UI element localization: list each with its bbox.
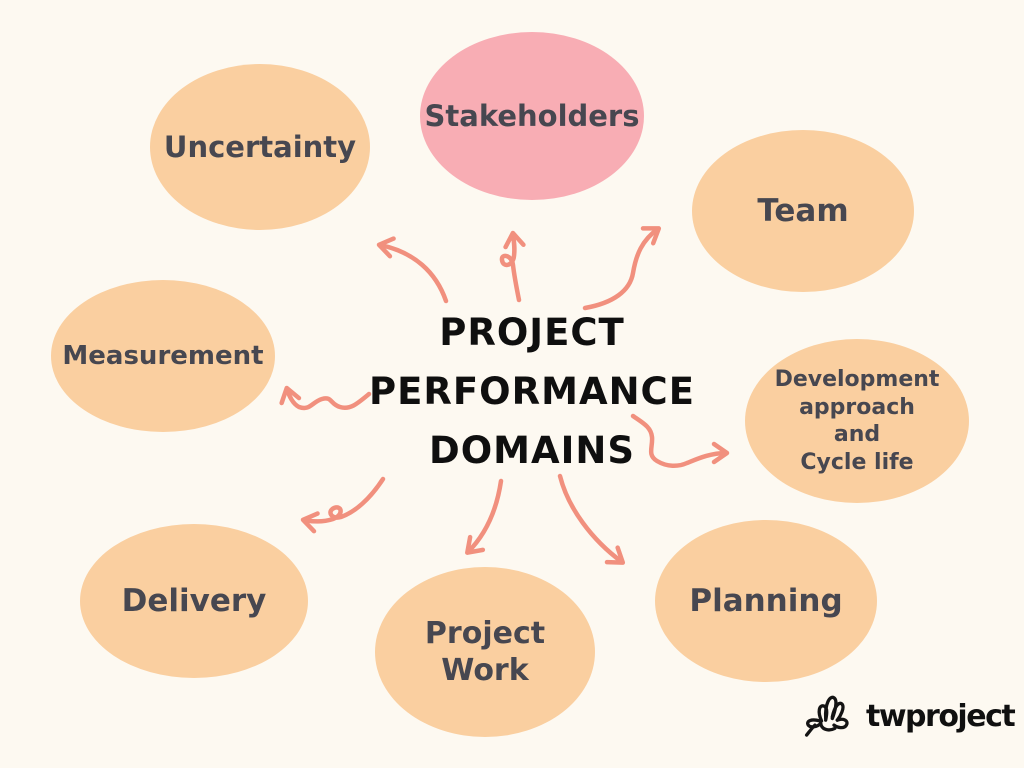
arrow-to-stakeholders (499, 230, 526, 303)
node-project-work: Project Work (375, 567, 595, 737)
center-title: PROJECT PERFORMANCE DOMAINS (332, 303, 732, 480)
node-delivery: Delivery (80, 524, 308, 678)
arrow-to-measurement (279, 385, 372, 411)
node-measurement-label: Measurement (62, 340, 264, 371)
arrow-to-delivery (300, 476, 386, 534)
node-planning: Planning (655, 520, 877, 682)
arrow-to-planning (557, 473, 626, 565)
node-measurement: Measurement (51, 280, 275, 432)
node-development-approach: Development approach and Cycle life (745, 339, 969, 503)
node-stakeholders: Stakeholders (420, 32, 644, 200)
node-uncertainty: Uncertainty (150, 64, 370, 230)
node-planning-label: Planning (689, 582, 843, 619)
node-team-label: Team (757, 192, 849, 229)
node-development-approach-label: Development approach and Cycle life (774, 367, 940, 475)
center-title-line-1: PROJECT (439, 311, 625, 354)
twproject-logo: twproject (800, 688, 1016, 744)
node-team: Team (692, 130, 914, 292)
arrow-to-project-work (465, 478, 504, 555)
node-delivery-label: Delivery (121, 582, 267, 619)
arrow-to-development-approach (630, 413, 730, 468)
center-title-line-2: PERFORMANCE (369, 370, 695, 413)
twproject-hand-icon (804, 695, 849, 737)
twproject-wordmark: twproject (866, 698, 1016, 734)
node-project-work-label: Project Work (424, 615, 546, 689)
node-uncertainty-label: Uncertainty (163, 129, 357, 164)
node-stakeholders-label: Stakeholders (424, 98, 640, 133)
center-title-line-3: DOMAINS (428, 429, 635, 472)
arrow-to-team (582, 226, 662, 311)
arrow-to-uncertainty (376, 236, 449, 304)
